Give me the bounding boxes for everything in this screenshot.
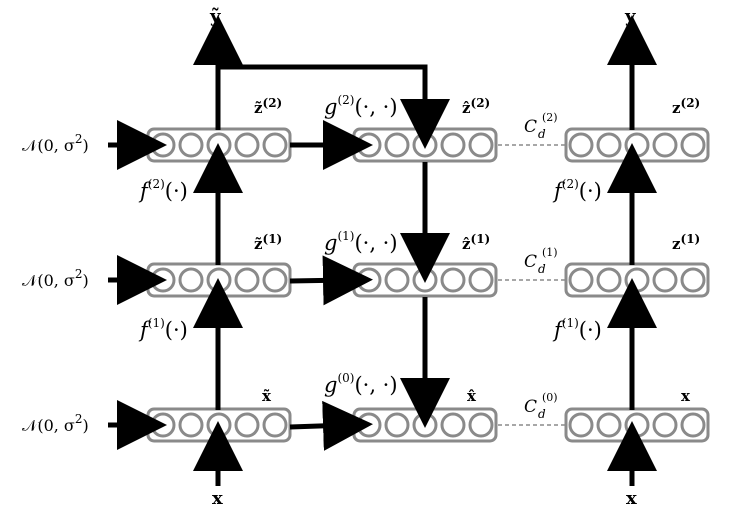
g1-label: g(1)(·, ·) [324, 229, 398, 255]
vec-label-z1: z(1) [672, 232, 700, 253]
svg-text:(2): (2) [542, 111, 558, 124]
input-label-x-left: x [212, 488, 223, 509]
neuron-unit [150, 412, 176, 438]
corrupted-layer-2-box [146, 127, 292, 163]
neuron-unit [624, 132, 650, 158]
neuron-unit [680, 412, 706, 438]
f2-label-left: f(2)(·) [138, 177, 188, 203]
lateral-arrow-1 [289, 255, 373, 306]
svg-text:(0): (0) [542, 391, 558, 404]
neuron-unit [568, 132, 594, 158]
neuron-unit [234, 412, 260, 438]
neuron-unit [412, 412, 438, 438]
vec-label-z1-tilde: z̃(1) [254, 232, 282, 253]
decoder-layer-0-box [352, 407, 498, 443]
neuron-unit [680, 132, 706, 158]
noise-label-1: 𝒩(0, σ2) [22, 267, 89, 290]
svg-text:C: C [524, 397, 537, 417]
f1-label-left: f(1)(·) [138, 316, 188, 342]
corrupted-layer-0-box [146, 407, 292, 443]
neuron-unit [150, 267, 176, 293]
neuron-unit [440, 412, 466, 438]
svg-text:C: C [524, 117, 537, 137]
neuron-unit [596, 267, 622, 293]
neuron-unit [356, 267, 382, 293]
neuron-unit [652, 412, 678, 438]
svg-text:d: d [538, 407, 546, 421]
neuron-unit [356, 412, 382, 438]
neuron-unit [262, 412, 288, 438]
g0-label: g(0)(·, ·) [324, 371, 398, 397]
vec-label-z2-hat: ẑ(2) [462, 96, 490, 117]
decoder-layer-2-box [352, 127, 498, 163]
vec-label-z1-hat: ẑ(1) [462, 232, 490, 253]
svg-text:d: d [538, 127, 546, 141]
noise-label-0: 𝒩(0, σ2) [22, 412, 89, 435]
vec-label-x-hat: x̂ [467, 387, 477, 405]
neuron-unit [178, 412, 204, 438]
neuron-unit [624, 412, 650, 438]
cost-label-2: C (2) d [524, 111, 558, 141]
svg-text:𝒩(0, σ2): 𝒩(0, σ2) [22, 267, 89, 290]
neuron-unit [178, 267, 204, 293]
corrupted-layer-1-box [146, 262, 292, 298]
output-label-y: y [624, 6, 636, 27]
neuron-unit [568, 412, 594, 438]
neuron-unit [206, 132, 232, 158]
neuron-unit [652, 267, 678, 293]
neuron-unit [262, 132, 288, 158]
neuron-unit [468, 267, 494, 293]
neuron-unit [234, 132, 260, 158]
f2-label-right: f(2)(·) [552, 177, 602, 203]
input-label-x-right: x [626, 488, 637, 509]
neuron-unit [412, 132, 438, 158]
neuron-unit [440, 267, 466, 293]
g2-label: g(2)(·, ·) [324, 93, 398, 119]
layers [146, 127, 710, 443]
output-label-y-tilde: ỹ [209, 6, 221, 27]
svg-text:𝒩(0, σ2): 𝒩(0, σ2) [22, 412, 89, 435]
neuron-unit [206, 412, 232, 438]
clean-layer-0-box [564, 407, 710, 443]
decoder-layer-1-box [352, 262, 498, 298]
cost-label-0: C (0) d [524, 391, 558, 421]
neuron-unit [206, 267, 232, 293]
noise-label-2: 𝒩(0, σ2) [22, 132, 89, 155]
neuron-unit [624, 267, 650, 293]
neuron-unit [262, 267, 288, 293]
svg-text:d: d [538, 262, 546, 276]
neuron-unit [596, 412, 622, 438]
neuron-unit [680, 267, 706, 293]
top-to-decoder-arrow [218, 64, 450, 149]
neuron-unit [150, 132, 176, 158]
vec-label-z2-tilde: z̃(2) [254, 96, 282, 117]
neuron-unit [356, 132, 382, 158]
neuron-unit [596, 132, 622, 158]
neuron-unit [178, 132, 204, 158]
neuron-unit [384, 132, 410, 158]
neuron-unit [568, 267, 594, 293]
neuron-unit [234, 267, 260, 293]
neuron-unit [412, 267, 438, 293]
neuron-unit [384, 412, 410, 438]
neuron-unit [652, 132, 678, 158]
neuron-unit [440, 132, 466, 158]
vec-label-x-clean: x [681, 387, 691, 405]
neuron-unit [468, 132, 494, 158]
svg-text:C: C [524, 252, 537, 272]
clean-layer-2-box [564, 127, 710, 163]
lateral-arrow-0 [289, 400, 373, 451]
vec-label-x-tilde: x̃ [262, 387, 272, 405]
f1-label-right: f(1)(·) [552, 316, 602, 342]
clean-layer-1-box [564, 262, 710, 298]
neuron-unit [468, 412, 494, 438]
svg-text:𝒩(0, σ2): 𝒩(0, σ2) [22, 132, 89, 155]
vec-label-z2: z(2) [672, 96, 700, 117]
cost-label-1: C (1) d [524, 246, 558, 276]
neuron-unit [384, 267, 410, 293]
svg-text:(1): (1) [542, 246, 558, 259]
